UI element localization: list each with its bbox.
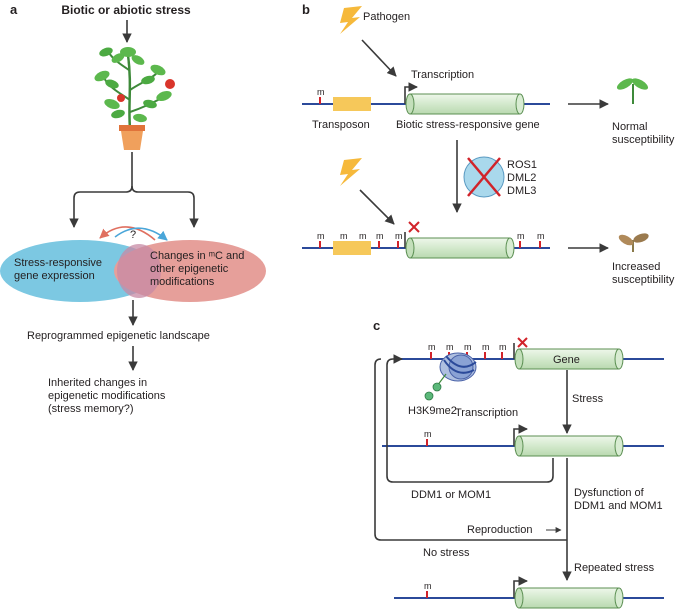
left-ellipse-line-1: Stress-responsive xyxy=(14,257,102,269)
dysfunction-line-2: DDM1 and MOM1 xyxy=(574,500,663,512)
m-c1-4: m xyxy=(482,342,490,352)
no-stress-label: No stress xyxy=(423,547,470,559)
normal-line-2: susceptibility xyxy=(612,134,675,146)
right-ellipse-line-2: other epigenetic xyxy=(150,263,229,275)
gene-cylinder-c3 xyxy=(514,587,624,609)
gene-label-c: Gene xyxy=(553,354,580,366)
reproduction-label: Reproduction xyxy=(467,524,532,536)
gene-cylinder-c2 xyxy=(514,435,624,457)
m-c1-3: m xyxy=(464,342,472,352)
m-label-b2-6: m xyxy=(517,231,525,241)
transposon-box-2 xyxy=(333,241,371,255)
methyl-label: m xyxy=(317,87,325,97)
enzyme-ros1: ROS1 xyxy=(507,159,537,171)
fork-right-arrow xyxy=(131,185,199,228)
cross-line-2 xyxy=(467,157,501,197)
no-stress-loop xyxy=(374,358,567,541)
fork-left-arrow xyxy=(69,185,133,228)
pathogen-label: Pathogen xyxy=(363,11,410,23)
right-ellipse-line-3: modifications xyxy=(150,276,215,288)
panel-a: a Biotic or abiotic stress xyxy=(0,2,266,415)
feedback-blue-arrow xyxy=(114,227,168,241)
pathogen-arrow xyxy=(361,39,397,77)
increased-line-1: Increased xyxy=(612,261,660,273)
ddm1-loop-arrow xyxy=(386,354,554,483)
gene-expression-ellipse xyxy=(0,240,160,302)
m-label-b2-2: m xyxy=(340,231,348,241)
gene-cylinder-1 xyxy=(405,93,525,115)
transcription-label-c: Transcription xyxy=(455,407,518,419)
repeated-stress-label: Repeated stress xyxy=(574,562,655,574)
panel-c-label: c xyxy=(373,318,380,333)
m-c2-1: m xyxy=(424,429,432,439)
m-label-b2-4: m xyxy=(376,231,384,241)
right-ellipse-line-1: Changes in ᵐC and xyxy=(150,250,244,262)
feedback-red-arrow xyxy=(99,226,156,241)
m-c1-2: m xyxy=(446,342,454,352)
tss-arrow-c3 xyxy=(513,576,528,598)
panel-a-label: a xyxy=(10,2,18,17)
transcription-label: Transcription xyxy=(411,69,474,81)
m-label-b2-1: m xyxy=(317,231,325,241)
inherited-line-2: epigenetic modifications xyxy=(48,390,166,402)
h3k9me2-label: H3K9me2 xyxy=(408,405,457,417)
transposon-label: Transposon xyxy=(312,119,370,131)
wilted-seedling-icon xyxy=(618,233,649,252)
m-label-b2-3: m xyxy=(359,231,367,241)
m-label-b2-7: m xyxy=(537,231,545,241)
venn-overlap xyxy=(117,244,161,298)
left-ellipse-line-2: gene expression xyxy=(14,270,95,282)
gene-label: Biotic stress-responsive gene xyxy=(396,119,540,131)
blocked-transcription-c-icon xyxy=(517,337,528,348)
gene-cylinder-2 xyxy=(405,237,515,259)
m-c1-5: m xyxy=(499,342,507,352)
enzyme-dml3: DML3 xyxy=(507,185,536,197)
gene-cylinder-c1 xyxy=(514,348,624,370)
panel-c: c m m m m m H3K9m xyxy=(373,318,664,609)
stress-title: Biotic or abiotic stress xyxy=(61,3,191,17)
histone-mark-icon xyxy=(424,373,447,401)
stress-label-c: Stress xyxy=(572,393,604,405)
m-label-b2-5: m xyxy=(395,231,403,241)
healthy-seedling-icon xyxy=(616,78,649,104)
panel-b: b Pathogen Transcription m Transposon Bi… xyxy=(302,2,675,286)
m-c3-1: m xyxy=(424,581,432,591)
tss-arrow-1 xyxy=(404,82,418,104)
question-mark: ? xyxy=(130,229,136,241)
ddm1-or-mom1-label: DDM1 or MOM1 xyxy=(411,489,491,501)
panel-b-label: b xyxy=(302,2,310,17)
pathogen-bolt-2-icon xyxy=(340,158,362,186)
m-c1-1: m xyxy=(428,342,436,352)
normal-line-1: Normal xyxy=(612,121,647,133)
tss-arrow-c2 xyxy=(513,424,528,446)
flower-pot-icon xyxy=(119,125,145,150)
transposon-box xyxy=(333,97,371,111)
pathogen-bolt-icon xyxy=(340,6,362,34)
reprogrammed-label: Reprogrammed epigenetic landscape xyxy=(27,330,210,342)
pathogen-arrow-2 xyxy=(359,189,395,225)
tomato-plant-icon xyxy=(94,47,175,129)
inherited-line-3: (stress memory?) xyxy=(48,403,134,415)
blocked-transcription-icon xyxy=(408,221,420,233)
nucleosome-icon xyxy=(439,352,477,382)
inherited-line-1: Inherited changes in xyxy=(48,377,147,389)
enzyme-dml2: DML2 xyxy=(507,172,536,184)
dysfunction-line-1: Dysfunction of xyxy=(574,487,645,499)
increased-line-2: susceptibility xyxy=(612,274,675,286)
